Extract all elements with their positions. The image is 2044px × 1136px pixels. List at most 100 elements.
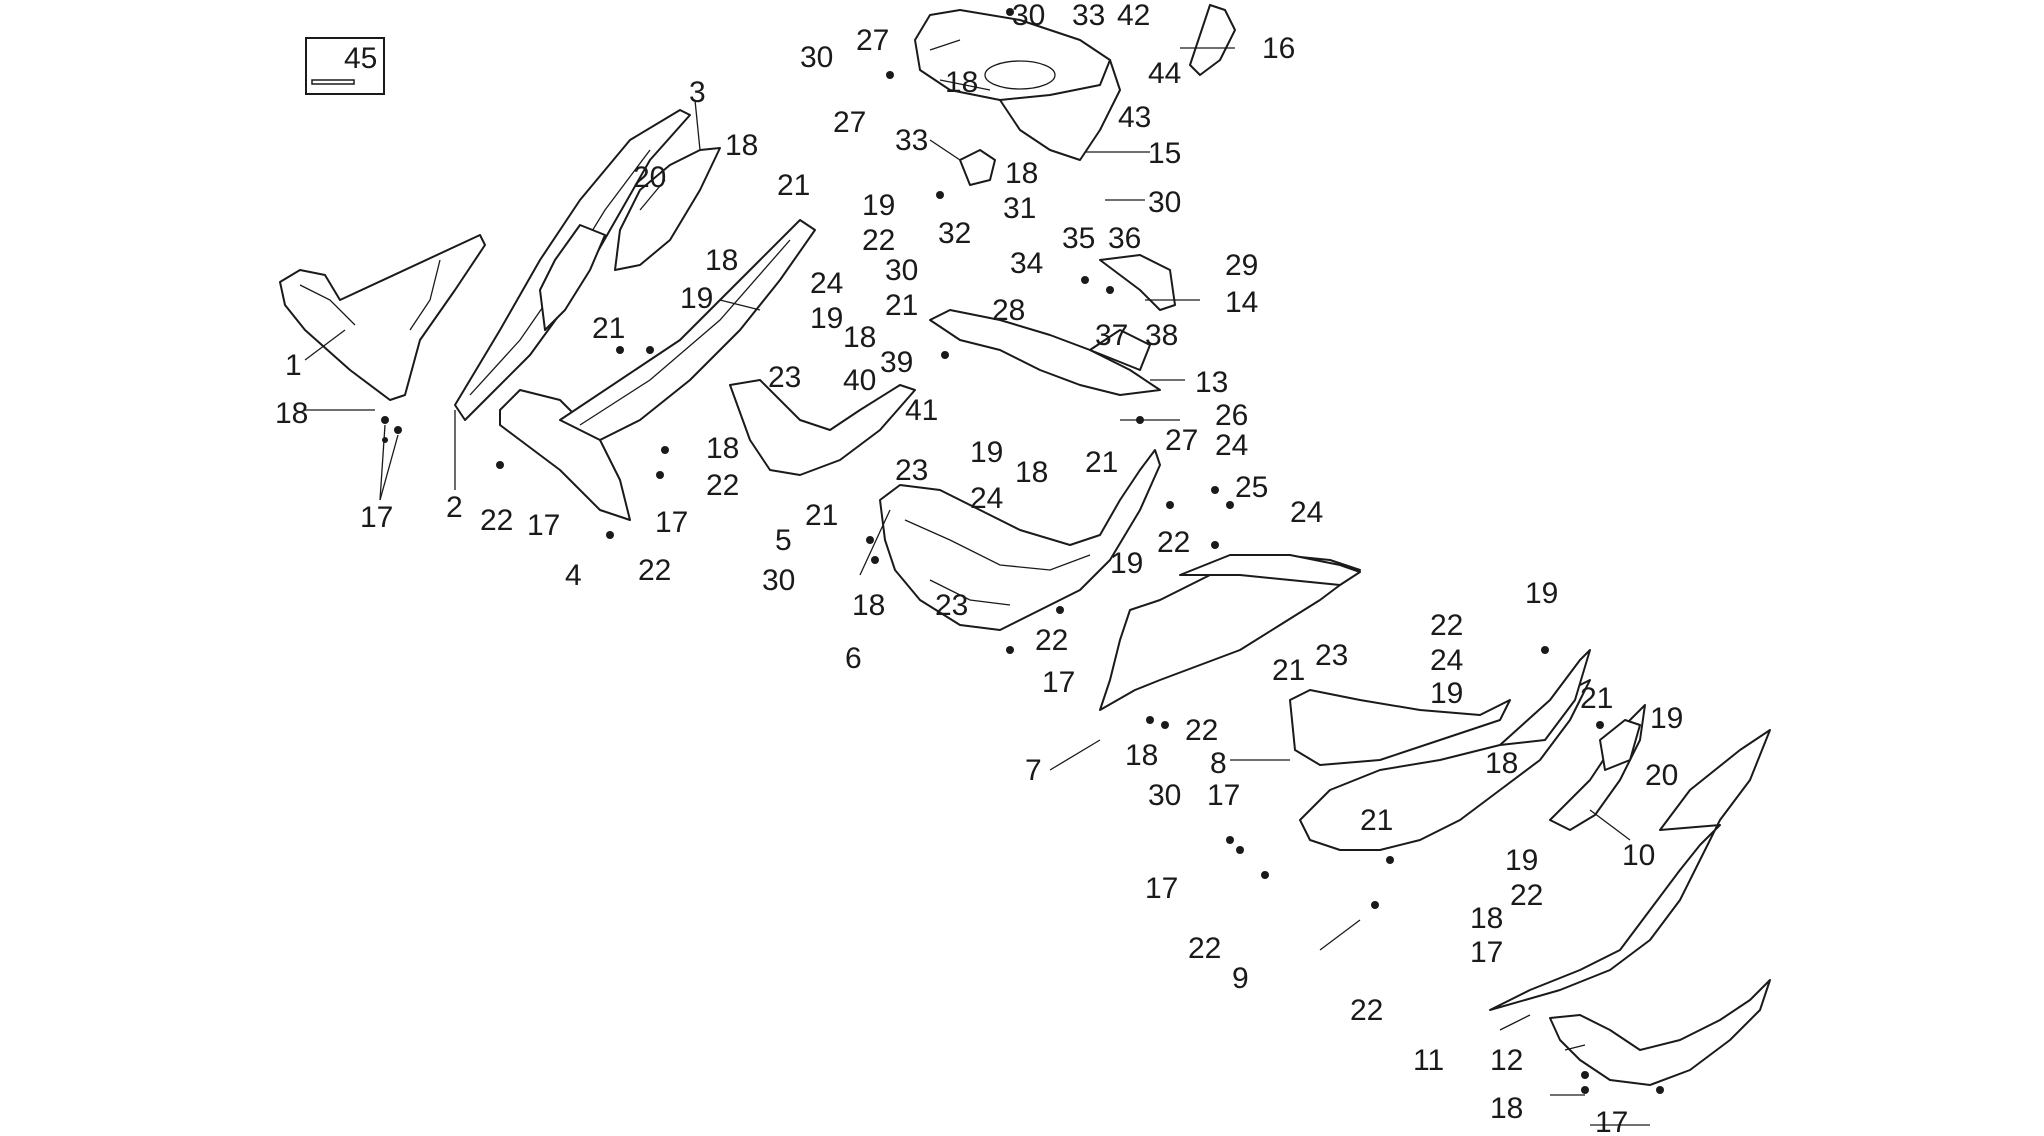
fasteners-layer <box>381 8 1664 1094</box>
label-22: 22 <box>1510 879 1543 912</box>
part-14-small-bracket <box>1099 254 1176 311</box>
reference-box-number: 45 <box>344 42 377 75</box>
label-31: 31 <box>1003 192 1036 225</box>
label-24: 24 <box>810 267 843 300</box>
part-8-footboard-mat <box>1289 689 1511 766</box>
label-16: 16 <box>1262 32 1295 65</box>
part-top-dashboard <box>914 9 1111 101</box>
label-21: 21 <box>1360 804 1393 837</box>
label-17: 17 <box>1470 936 1503 969</box>
label-20: 20 <box>1645 759 1678 792</box>
label-18: 18 <box>1485 747 1518 780</box>
label-24: 24 <box>1215 429 1248 462</box>
label-13: 13 <box>1195 366 1228 399</box>
label-22: 22 <box>480 504 513 537</box>
label-44: 44 <box>1148 57 1181 90</box>
label-21: 21 <box>805 499 838 532</box>
part-1-front-panel <box>279 234 486 401</box>
label-22: 22 <box>1185 714 1218 747</box>
reference-box: 45 <box>305 37 385 95</box>
part-20-small-trim <box>1599 719 1641 771</box>
label-30: 30 <box>1148 779 1181 812</box>
label-24: 24 <box>1430 644 1463 677</box>
label-18: 18 <box>1015 456 1048 489</box>
label-18: 18 <box>1490 1092 1523 1125</box>
label-22: 22 <box>1188 932 1221 965</box>
label-27: 27 <box>856 24 889 57</box>
label-8: 8 <box>1210 747 1227 780</box>
label-14: 14 <box>1225 286 1258 319</box>
label-27: 27 <box>1165 424 1198 457</box>
label-22: 22 <box>1035 624 1068 657</box>
label-30: 30 <box>885 254 918 287</box>
part-11-lower-side-trim <box>1489 729 1771 1011</box>
label-19: 19 <box>862 189 895 222</box>
label-11: 11 <box>1413 1044 1444 1077</box>
label-22: 22 <box>862 224 895 257</box>
label-21: 21 <box>592 312 625 345</box>
label-1: 1 <box>285 349 302 382</box>
label-18: 18 <box>1470 902 1503 935</box>
label-3: 3 <box>689 76 706 109</box>
label-30: 30 <box>1012 0 1045 32</box>
label-19: 19 <box>1525 577 1558 610</box>
label-22: 22 <box>706 469 739 502</box>
label-19: 19 <box>1110 547 1143 580</box>
label-27: 27 <box>833 106 866 139</box>
label-18: 18 <box>852 589 885 622</box>
label-17: 17 <box>1145 872 1178 905</box>
label-18: 18 <box>843 321 876 354</box>
part-3-upper-cowl <box>539 224 606 331</box>
label-15: 15 <box>1148 137 1181 170</box>
part-5-center-panel <box>729 379 916 476</box>
label-9: 9 <box>1232 962 1249 995</box>
label-30: 30 <box>1148 186 1181 219</box>
label-33: 33 <box>895 124 928 157</box>
label-37: 37 <box>1095 319 1128 352</box>
label-6: 6 <box>845 642 862 675</box>
label-19: 19 <box>970 436 1003 469</box>
leader-lines <box>304 47 1650 1126</box>
label-18: 18 <box>945 66 978 99</box>
label-19: 19 <box>1650 702 1683 735</box>
label-40: 40 <box>843 364 876 397</box>
part-6-inner-tunnel <box>879 449 1161 631</box>
label-35: 35 <box>1062 222 1095 255</box>
label-25: 25 <box>1235 471 1268 504</box>
part-7-footrest-frame <box>1099 554 1361 711</box>
label-22: 22 <box>638 554 671 587</box>
label-12: 12 <box>1490 1044 1523 1077</box>
label-21: 21 <box>777 169 810 202</box>
label-7: 7 <box>1025 754 1042 787</box>
label-22: 22 <box>1157 526 1190 559</box>
label-19: 19 <box>810 302 843 335</box>
label-19: 19 <box>1430 677 1463 710</box>
label-29: 29 <box>1225 249 1258 282</box>
label-24: 24 <box>1290 496 1323 529</box>
label-20: 20 <box>633 161 666 194</box>
label-18: 18 <box>705 244 738 277</box>
label-17: 17 <box>1042 666 1075 699</box>
label-42: 42 <box>1117 0 1150 32</box>
label-18: 18 <box>1005 157 1038 190</box>
label-34: 34 <box>1010 247 1043 280</box>
label-17: 17 <box>655 506 688 539</box>
label-38: 38 <box>1145 319 1178 352</box>
label-43: 43 <box>1118 101 1151 134</box>
label-24: 24 <box>970 482 1003 515</box>
label-18: 18 <box>275 397 308 430</box>
label-30: 30 <box>762 564 795 597</box>
label-28: 28 <box>992 294 1025 327</box>
part-12-rear-trim <box>1549 979 1771 1086</box>
part-31-bracket <box>959 149 996 186</box>
label-21: 21 <box>1085 446 1118 479</box>
label-23: 23 <box>895 454 928 487</box>
label-19: 19 <box>1505 844 1538 877</box>
part-number-labels: 1 18 17 2 3 20 18 18 19 21 19 22 24 19 2… <box>275 0 1683 1136</box>
label-18: 18 <box>1125 739 1158 772</box>
label-17: 17 <box>1207 779 1240 812</box>
part-16-mirror-mount <box>1189 4 1236 76</box>
label-41: 41 <box>905 394 938 427</box>
label-21: 21 <box>1580 682 1613 715</box>
